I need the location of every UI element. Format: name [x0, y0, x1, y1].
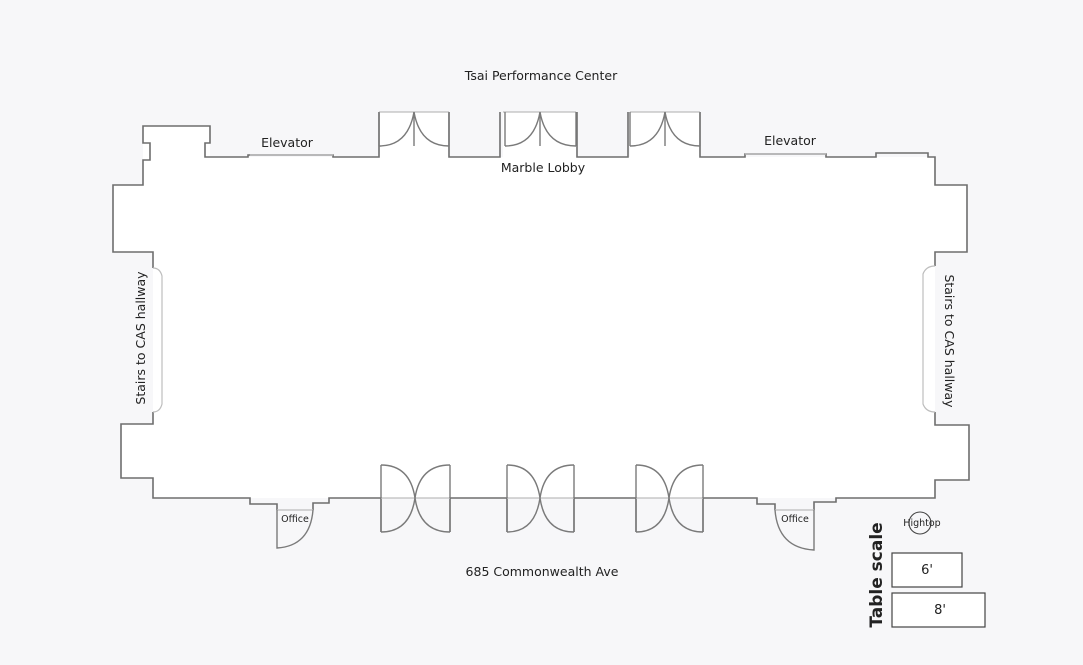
- office-left: [276, 509, 314, 549]
- south-door-1: [380, 464, 451, 533]
- table-6ft-label: 6': [921, 563, 933, 578]
- stairs-left-opening: [152, 267, 163, 413]
- stairs-left-label: Stairs to CAS hallway: [133, 271, 148, 405]
- elevator-right-label: Elevator: [764, 133, 817, 148]
- table-8ft: [891, 592, 986, 628]
- table-scale-legend: Table scale Hightop 6' 8': [867, 511, 986, 628]
- table-6ft: [891, 552, 963, 588]
- hightop-table-icon: [908, 511, 932, 535]
- street-label: 685 Commonwealth Ave: [466, 564, 619, 579]
- north-venue-label: Tsai Performance Center: [464, 68, 618, 83]
- table-scale-title: Table scale: [867, 522, 887, 627]
- stairs-right-opening: [922, 265, 936, 413]
- north-door-1: [378, 111, 450, 147]
- office-right: [774, 509, 815, 551]
- office-right-label: Office: [781, 514, 809, 525]
- lobby-label: Marble Lobby: [501, 160, 586, 175]
- north-door-3: [629, 111, 701, 147]
- elevator-left-label: Elevator: [261, 135, 314, 150]
- south-door-3: [635, 464, 704, 533]
- north-door-2: [503, 111, 577, 147]
- lobby-floor-area: [113, 112, 969, 498]
- stairs-right-label: Stairs to CAS hallway: [942, 274, 957, 408]
- hightop-label: Hightop: [903, 518, 940, 529]
- office-left-label: Office: [281, 514, 309, 525]
- lobby-outer-wall: [112, 112, 970, 532]
- table-8ft-label: 8': [934, 603, 946, 618]
- south-door-2: [506, 464, 575, 533]
